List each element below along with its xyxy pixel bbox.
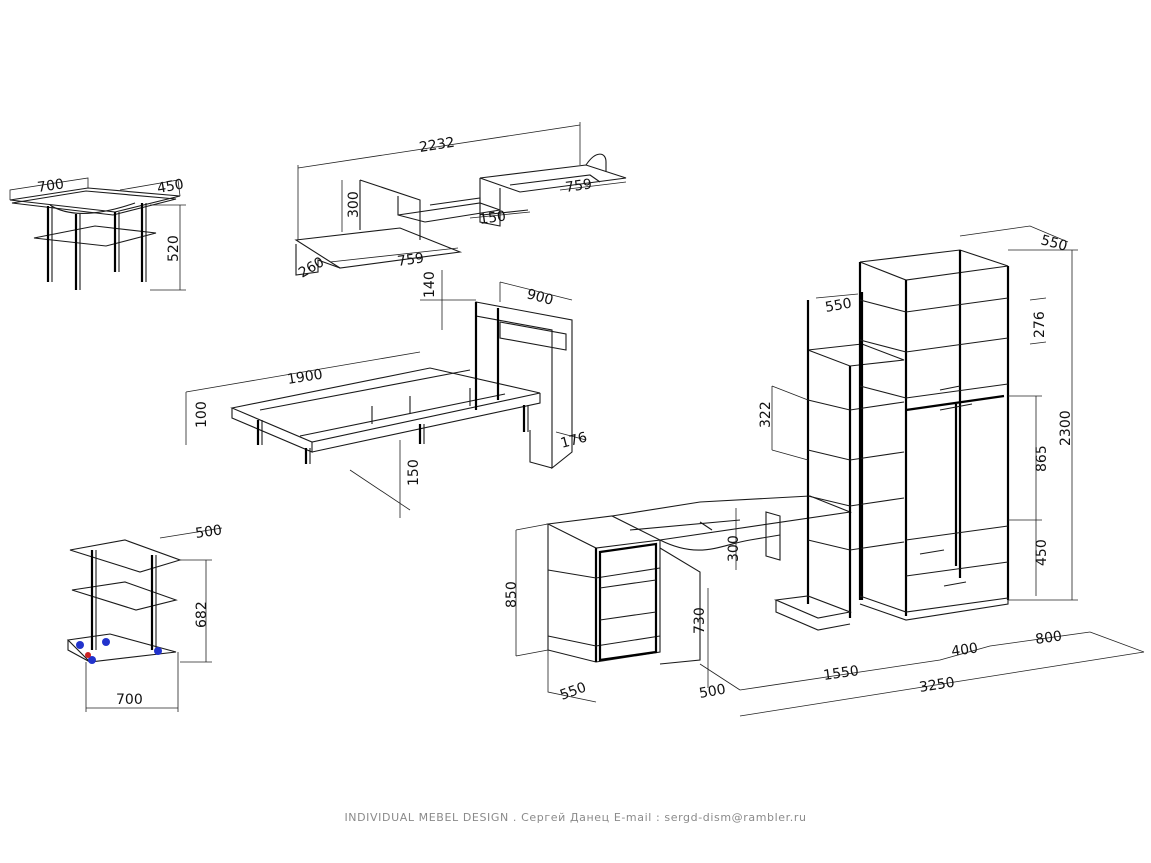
- dim-rack-width: 400: [950, 640, 979, 660]
- corner-stand-dims: 500 682 700: [116, 522, 223, 708]
- dim-wardrobe-height: 2300: [1058, 410, 1074, 446]
- dim-desk-top-height: 730: [692, 607, 708, 634]
- dim-headboard-height: 140: [422, 271, 438, 298]
- dim-wardrobe-drawer-height: 450: [1034, 539, 1050, 566]
- dim-shelf-a-width: 759: [396, 250, 425, 270]
- dim-bed-length: 1900: [286, 367, 324, 388]
- dim-rack-shelf-pitch: 322: [758, 401, 774, 428]
- dim-bed-frame-height: 100: [194, 401, 210, 428]
- blue-marker-icon: [88, 656, 96, 664]
- red-marker-icon: [85, 652, 91, 658]
- dim-bed-width: 900: [525, 286, 555, 308]
- dim-shelf-length: 2232: [418, 135, 456, 156]
- dim-shelf-height: 300: [346, 191, 362, 218]
- glass-table-dims: 700 450 520: [9, 176, 186, 291]
- desk-unit: [546, 495, 853, 665]
- dim-wardrobe-width: 800: [1034, 628, 1063, 648]
- dim-bed-end-depth: 176: [559, 429, 589, 451]
- dim-corner-stand-depth: 500: [194, 522, 223, 542]
- blue-marker-icon: [154, 647, 162, 655]
- dim-corner-stand-width: 700: [116, 692, 143, 708]
- dim-wardrobe-depth: 550: [1039, 232, 1069, 254]
- dim-rack-depth: 550: [824, 296, 853, 316]
- desk-wardrobe-dims: 550 550 276 2300 322 865 450 850 730 300…: [504, 225, 1145, 717]
- bed-dims: 1900 900 140 100 150 176: [185, 270, 589, 518]
- dim-glass-table-width: 700: [36, 176, 65, 196]
- dim-corner-stand-height: 682: [194, 601, 210, 628]
- bed: [230, 301, 573, 470]
- corner-stand-markers: [76, 638, 162, 664]
- corner-stand: [66, 539, 182, 712]
- dim-bed-leg-height: 150: [406, 459, 422, 486]
- dim-desk-riser: 300: [726, 535, 742, 562]
- dim-total-length: 3250: [918, 675, 956, 696]
- dim-shelf-depth-260: 260: [296, 254, 327, 281]
- glass-table: [9, 187, 181, 290]
- wardrobe-unit: [858, 249, 1010, 621]
- dim-shelf-b-width: 759: [564, 176, 593, 196]
- dim-wardrobe-door-height: 865: [1034, 445, 1050, 472]
- dim-glass-table-depth: 450: [156, 177, 185, 197]
- dim-shelf-depth-150: 150: [478, 208, 507, 228]
- dim-desk-depth: 550: [558, 680, 589, 704]
- wall-shelves: [294, 153, 627, 276]
- blue-marker-icon: [102, 638, 110, 646]
- dim-desk-length: 1550: [822, 663, 860, 684]
- dim-desk-return: 500: [698, 682, 727, 702]
- blue-marker-icon: [76, 641, 84, 649]
- wall-shelves-dims: 2232 300 759 759 150 260: [296, 122, 627, 281]
- dim-desk-height: 850: [504, 581, 520, 608]
- footer-credit: INDIVIDUAL MEBEL DESIGN . Сергей Данец E…: [344, 811, 807, 824]
- rack-unit: [773, 292, 905, 631]
- dim-glass-table-height: 520: [166, 235, 182, 262]
- dim-wardrobe-top-section: 276: [1032, 311, 1048, 338]
